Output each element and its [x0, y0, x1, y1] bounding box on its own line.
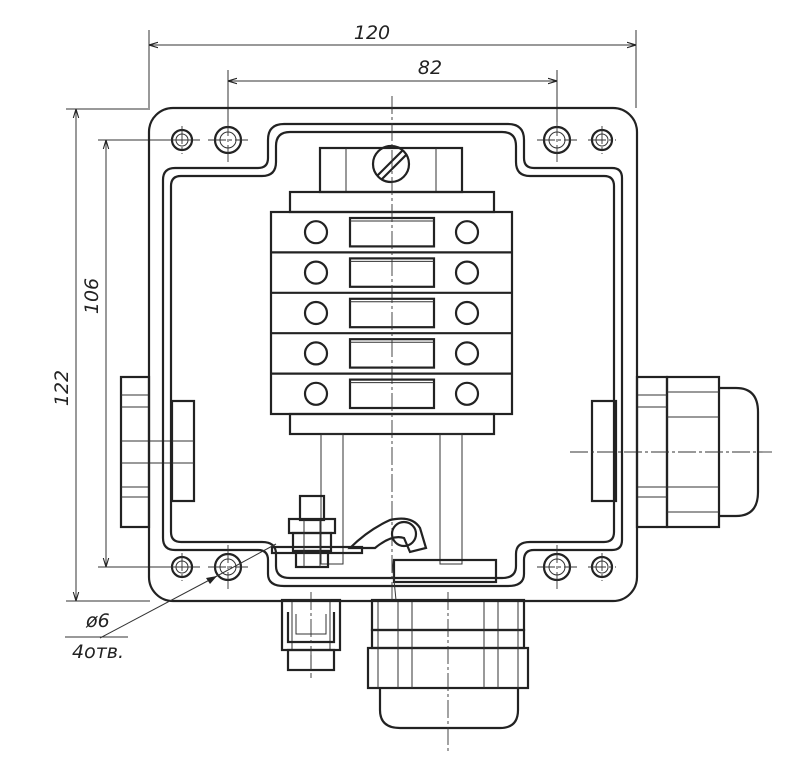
terminal-screw-left: [303, 381, 329, 406]
dimension-label-82: 82: [418, 57, 442, 79]
bottom-small-gland: [280, 592, 342, 678]
dimension-overall-width: 120: [148, 22, 637, 108]
mounting-hole-bottom-right: [537, 545, 577, 589]
corner-screw-bottom-left: [168, 553, 196, 581]
terminal-screw-left: [303, 300, 329, 326]
left-side-gland: [119, 375, 196, 529]
terminal-block: [269, 96, 514, 600]
corner-screw-bottom-right: [588, 553, 616, 581]
wire-lug: [347, 517, 498, 601]
grounding-stud: [270, 494, 364, 569]
terminal-screw-left: [303, 220, 329, 245]
corner-screw-top-left: [168, 126, 196, 154]
mounting-hole-top-left: [208, 118, 248, 162]
terminal-screw-right: [454, 300, 480, 326]
hole-diameter-label: ø6: [85, 610, 110, 632]
terminal-screw-right: [454, 341, 480, 366]
dimension-hole-spacing-vertical: 106: [81, 139, 200, 568]
terminal-screw-left: [303, 341, 329, 366]
hole-callout: ø6 4отв.: [65, 543, 277, 663]
bottom-large-cable-gland: [366, 592, 530, 752]
box-body: [147, 106, 639, 603]
right-side-cable-gland: [570, 375, 772, 529]
terminal-screw-left: [303, 260, 329, 285]
terminal-rows: [271, 216, 512, 410]
mounting-hole-top-right: [537, 118, 577, 162]
terminal-screw-right: [454, 260, 480, 285]
mounting-holes: [168, 118, 616, 589]
corner-screw-top-right: [588, 126, 616, 154]
terminal-screw-right: [454, 220, 480, 245]
dimension-overall-height: 122: [51, 108, 150, 602]
mounting-hole-bottom-left: [208, 545, 248, 589]
dimension-label-122: 122: [51, 370, 73, 406]
dimension-label-120: 120: [354, 22, 390, 44]
dimension-label-106: 106: [81, 278, 103, 314]
hole-count-label: 4отв.: [72, 641, 124, 663]
dimension-hole-spacing-horizontal: 82: [227, 57, 558, 122]
terminal-screw-right: [454, 381, 480, 406]
top-slotted-screw: [371, 144, 411, 184]
